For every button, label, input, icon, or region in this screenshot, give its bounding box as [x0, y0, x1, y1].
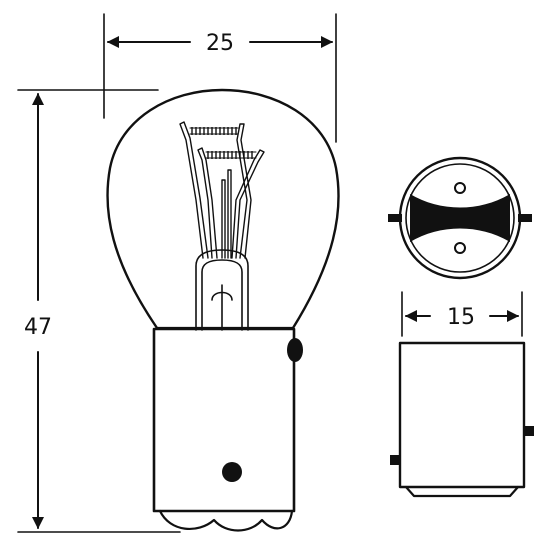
solder-contact-dot: [222, 462, 242, 482]
end-view-inner-ring: [405, 163, 515, 273]
end-view-insulator: [410, 194, 510, 242]
height-label: 47: [24, 315, 52, 340]
end-view-pin-right: [518, 214, 532, 222]
width-label: 25: [206, 31, 234, 56]
bulb-end-view: [388, 156, 532, 280]
width-dimension: 25: [103, 13, 337, 143]
metal-cap: [152, 327, 296, 513]
glass-stem: [195, 249, 249, 331]
glass-envelope: [106, 88, 340, 330]
base-width-label: 15: [447, 305, 475, 330]
upper-filament-coil: [189, 127, 239, 135]
end-view-contact-top: [454, 182, 466, 194]
bottom-contacts: [158, 509, 294, 532]
end-view-pin-left: [388, 214, 402, 222]
lower-filament-coil: [205, 151, 257, 159]
cap-profile-body: [398, 341, 526, 489]
end-view-contact-bottom: [454, 242, 466, 254]
base-width-dimension: 15: [401, 291, 523, 337]
cap-profile-pin-left: [390, 455, 400, 465]
cap-profile-pin-right: [524, 426, 534, 436]
height-dimension: 47: [17, 89, 181, 533]
bulb-side-view: [106, 88, 340, 532]
cap-side-profile: [390, 341, 534, 498]
cap-profile-bottom: [404, 485, 520, 498]
filament-support-wires: [179, 121, 265, 259]
bayonet-pin: [287, 338, 303, 362]
